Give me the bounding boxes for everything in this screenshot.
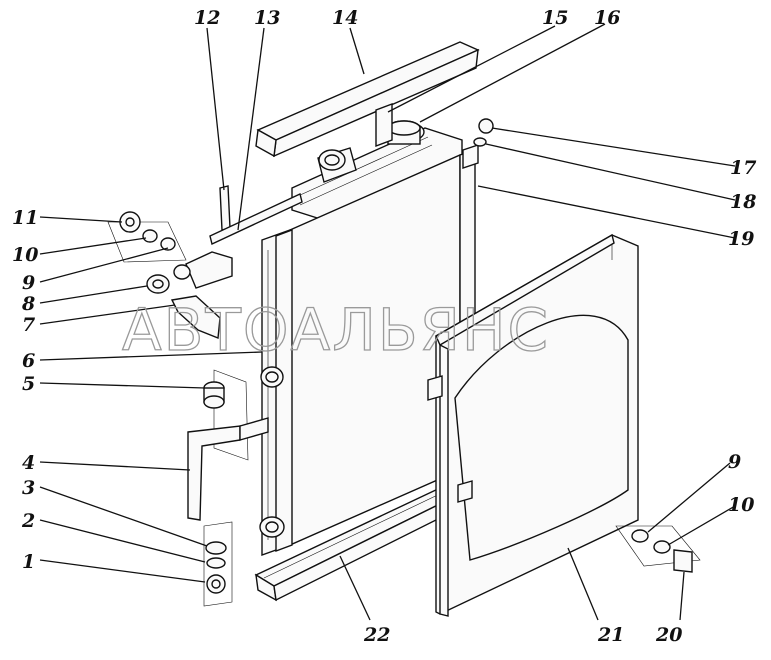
rod-fork (173, 251, 233, 289)
shroud-clips (427, 375, 473, 503)
hardware-set-lower-left (203, 521, 233, 607)
callout-14: 14 (332, 7, 358, 29)
callout-22: 22 (363, 624, 390, 646)
cap-nut-17 (478, 118, 494, 134)
callout-5: 5 (22, 373, 35, 395)
filler-bracket (375, 102, 393, 148)
tie-rod (209, 193, 303, 245)
side-outlet-pipe (260, 366, 284, 388)
hardware-set-lower-right (615, 525, 701, 573)
callout-1: 1 (22, 551, 35, 573)
callout-11: 11 (12, 207, 38, 229)
callout-21: 21 (597, 624, 624, 646)
callout-19: 19 (728, 228, 754, 250)
callout-4: 4 (22, 452, 35, 474)
callout-12: 12 (194, 7, 220, 29)
leader-lines (39, 23, 736, 621)
washer-18 (473, 137, 487, 147)
callout-13: 13 (254, 7, 280, 29)
cotter-pin (219, 185, 231, 231)
callout-10: 10 (12, 244, 38, 266)
callout-3: 3 (22, 477, 35, 499)
callout-2: 2 (21, 510, 35, 532)
mounting-bracket (170, 295, 221, 339)
watermark: АВТОАЛЬЯНС (122, 296, 550, 364)
callout-numbers: 1 2 3 4 5 6 7 8 9 10 11 12 13 14 15 16 1… (12, 7, 756, 646)
hardware-set-upper-left (107, 211, 187, 263)
callout-17: 17 (730, 157, 756, 179)
callout-20: 20 (655, 624, 682, 646)
upper-inlet-pipe (317, 147, 357, 183)
radiator-left-side-tank (261, 228, 293, 556)
support-strap (187, 417, 269, 521)
lower-outlet-pipe (259, 516, 285, 538)
callout-10-right: 10 (728, 494, 754, 516)
radiator-top-tank (291, 127, 463, 223)
filler-neck-cap (383, 120, 425, 145)
callout-6: 6 (22, 350, 35, 372)
callout-9-right: 9 (728, 451, 741, 473)
callout-7: 7 (22, 314, 35, 336)
upper-support-bar (255, 41, 480, 158)
callout-15: 15 (542, 7, 568, 29)
callout-18: 18 (730, 191, 756, 213)
fan-shroud (435, 233, 639, 617)
callout-9: 9 (22, 272, 35, 294)
rubber-bushing (146, 274, 170, 294)
callout-8: 8 (21, 293, 35, 315)
callout-16: 16 (594, 7, 620, 29)
rubber-mount (203, 369, 249, 461)
